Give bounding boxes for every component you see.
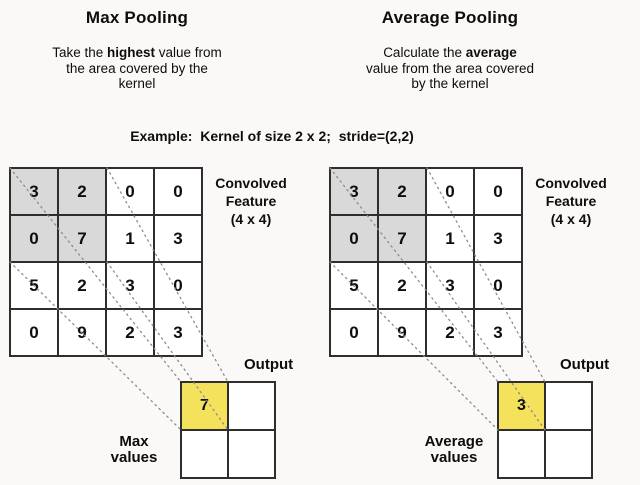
label-line: Feature: [225, 193, 277, 209]
feature-cell: 3: [330, 168, 378, 215]
feature-cell: 9: [378, 309, 426, 356]
output-cell: [181, 430, 228, 478]
feature-cell: 1: [106, 215, 154, 262]
feature-cell: 0: [330, 215, 378, 262]
output-cell: [228, 382, 275, 430]
label-line: Max: [119, 433, 149, 450]
label-line: Feature: [545, 193, 597, 209]
output-grid-max: 7: [180, 381, 276, 479]
output-cell: [545, 430, 592, 478]
feature-cell: 1: [426, 215, 474, 262]
feature-cell: 3: [10, 168, 58, 215]
feature-cell: 0: [474, 168, 522, 215]
feature-cell: 0: [10, 215, 58, 262]
description-line: by the kernel: [411, 76, 489, 91]
output-cell: [228, 430, 275, 478]
label-line: values: [430, 449, 478, 466]
feature-cell: 9: [58, 309, 106, 356]
feature-cell: 5: [330, 262, 378, 309]
feature-cell: 0: [154, 262, 202, 309]
output-cell: 7: [181, 382, 228, 430]
label-line: (4 x 4): [230, 211, 272, 227]
output-cell: [498, 430, 545, 478]
description-line: Take the highest value from: [52, 45, 222, 60]
label-line: (4 x 4): [550, 211, 592, 227]
feature-cell: 0: [154, 168, 202, 215]
feature-cell: 0: [330, 309, 378, 356]
feature-cell: 0: [474, 262, 522, 309]
output-grid-average: 3: [497, 381, 593, 479]
description-line: value from the area covered: [365, 60, 535, 76]
label-line: Average: [424, 433, 484, 450]
label-line: Convolved: [215, 175, 287, 191]
output-cell: [545, 382, 592, 430]
panel-title: Max Pooling: [85, 8, 189, 27]
feature-cell: 3: [106, 262, 154, 309]
feature-cell: 2: [58, 168, 106, 215]
output-label: Output: [244, 356, 294, 373]
description-line: kernel: [118, 76, 156, 91]
feature-cell: 0: [10, 309, 58, 356]
panel-title: Average Pooling: [381, 8, 519, 27]
feature-cell: 3: [426, 262, 474, 309]
description-line: Calculate the average: [383, 45, 517, 60]
feature-cell: 0: [426, 168, 474, 215]
feature-cell: 3: [154, 215, 202, 262]
feature-cell: 2: [378, 262, 426, 309]
feature-cell: 5: [10, 262, 58, 309]
feature-cell: 7: [58, 215, 106, 262]
feature-cell: 2: [378, 168, 426, 215]
label-line: values: [110, 449, 158, 466]
feature-cell: 7: [378, 215, 426, 262]
feature-cell: 0: [106, 168, 154, 215]
output-cell: 3: [498, 382, 545, 430]
example-caption: Example: Kernel of size 2 x 2; stride=(2…: [130, 128, 414, 144]
output-label: Output: [560, 356, 610, 373]
feature-cell: 2: [106, 309, 154, 356]
feature-cell: 3: [474, 309, 522, 356]
description-line: the area covered by the: [66, 60, 208, 76]
feature-cell: 3: [154, 309, 202, 356]
feature-cell: 2: [426, 309, 474, 356]
label-line: Convolved: [535, 175, 607, 191]
feature-cell: 3: [474, 215, 522, 262]
feature-cell: 2: [58, 262, 106, 309]
